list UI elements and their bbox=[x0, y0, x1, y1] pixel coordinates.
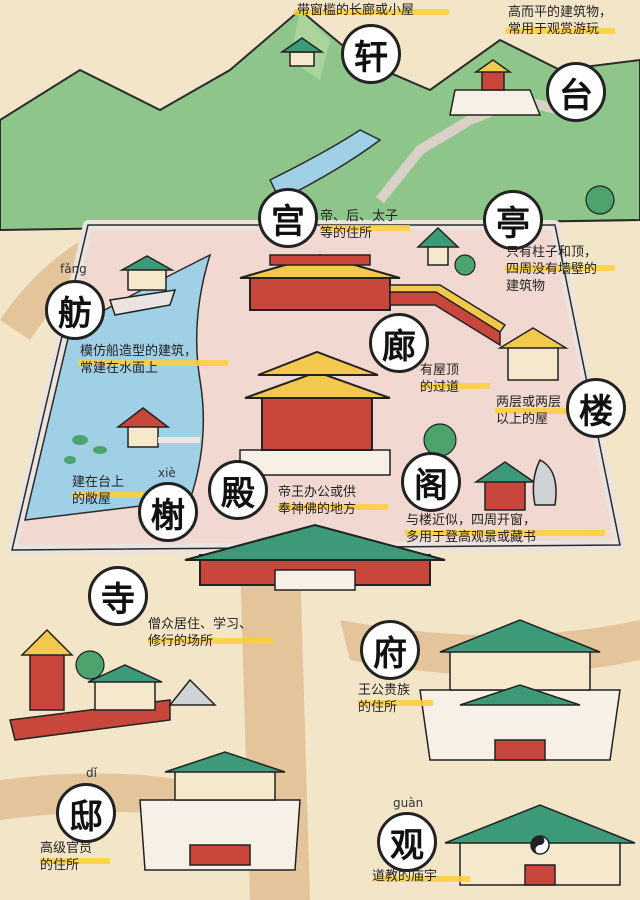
trees bbox=[75, 185, 615, 680]
ting-description: 只有柱子和顶， 四周没有墙壁的 建筑物 bbox=[506, 245, 598, 294]
mountain-stream bbox=[268, 129, 382, 202]
dian-char-bubble: 殿 bbox=[208, 460, 268, 520]
mountain-range bbox=[0, 8, 640, 232]
ting-char-bubble: 亭 bbox=[483, 190, 543, 250]
lou-description: 两层或两层 以上的屋 bbox=[496, 395, 562, 427]
gong-building bbox=[239, 253, 401, 311]
xie-pinyin: xiè bbox=[158, 466, 176, 480]
ting-building bbox=[416, 226, 460, 266]
ge-description: 与楼近似，四周开窗， 多用于登高观景或藏书 bbox=[406, 513, 537, 545]
fu-char-bubble: 府 bbox=[360, 620, 420, 680]
di-description: 高级官员 的住所 bbox=[40, 841, 93, 873]
ge-char-bubble: 阁 bbox=[401, 452, 461, 512]
di-char-bubble: 邸 bbox=[56, 783, 116, 843]
guan-building bbox=[444, 804, 636, 886]
lou-char-bubble: 楼 bbox=[566, 378, 626, 438]
fang-building bbox=[109, 255, 177, 316]
dian-building bbox=[239, 350, 391, 476]
xie-building bbox=[115, 407, 200, 448]
lang-description: 有屋顶 的过道 bbox=[420, 363, 460, 395]
ge-building bbox=[473, 458, 557, 511]
palace-gate bbox=[184, 523, 446, 591]
guan-pinyin: guàn bbox=[393, 796, 424, 810]
fang-description: 模仿船造型的建筑， 常建在水面上 bbox=[80, 344, 198, 376]
highlight-strokes bbox=[40, 9, 615, 882]
fang-char-bubble: 舫 bbox=[45, 280, 105, 340]
si-description: 僧众居住、学习、 修行的场所 bbox=[148, 617, 253, 649]
fang-pinyin: fǎng bbox=[60, 262, 87, 276]
xuan-building bbox=[279, 37, 325, 67]
gong-description: 帝、后、太子 等的住所 bbox=[320, 209, 399, 241]
tai-char-bubble: 台 bbox=[546, 62, 606, 122]
xie-char-bubble: 榭 bbox=[138, 482, 198, 542]
fu-description: 王公贵族 的住所 bbox=[358, 683, 411, 715]
dian-description: 帝王办公或供 奉神佛的地方 bbox=[278, 485, 357, 517]
gong-char-bubble: 宫 bbox=[258, 188, 318, 248]
xuan-description: 带窗槛的长廊或小屋 bbox=[297, 3, 415, 18]
fu-building bbox=[419, 619, 621, 761]
si-char-bubble: 寺 bbox=[88, 566, 148, 626]
tai-description: 高而平的建筑物， 常用于观赏游玩 bbox=[508, 5, 613, 37]
guan-description: 道教的庙宇 bbox=[372, 869, 438, 884]
si-building bbox=[9, 628, 217, 741]
di-pinyin: dǐ bbox=[86, 766, 97, 780]
xie-description: 建在台上 的敞屋 bbox=[72, 475, 125, 507]
guan-char-bubble: 观 bbox=[377, 812, 437, 872]
lang-building bbox=[389, 284, 507, 347]
di-building bbox=[139, 751, 301, 871]
lou-building bbox=[497, 327, 569, 381]
xuan-char-bubble: 轩 bbox=[341, 24, 401, 84]
tai-building bbox=[449, 59, 542, 116]
lang-char-bubble: 廊 bbox=[369, 313, 429, 373]
